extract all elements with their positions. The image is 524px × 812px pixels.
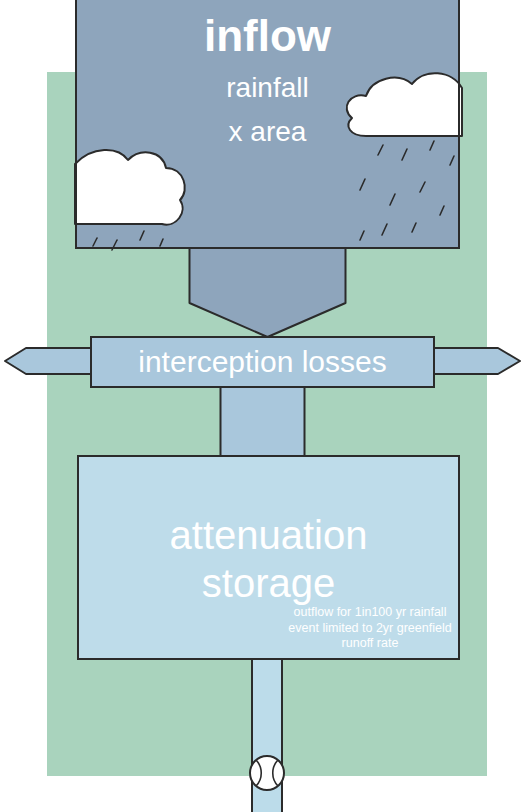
- node-heading: interception losses: [138, 344, 386, 380]
- outflow-note: outflow for 1in100 yr rainfall event lim…: [286, 605, 454, 652]
- flow-stem-shape: [190, 248, 346, 337]
- loss-arrow-right: [433, 348, 520, 374]
- valve-symbol: [250, 756, 284, 790]
- interception-band: interception losses: [90, 336, 435, 388]
- flow-stem-shape: [221, 387, 305, 456]
- node-heading: attenuation storage: [139, 511, 399, 607]
- cloud-left: [75, 150, 185, 225]
- node-heading: inflow: [204, 12, 331, 60]
- cloud-right: [347, 73, 462, 136]
- loss-arrow-left: [5, 348, 92, 374]
- flow-stem: [221, 387, 305, 456]
- flow-stem: [190, 248, 346, 337]
- storage-box: attenuation storageoutflow for 1in100 yr…: [77, 455, 460, 660]
- inflow-box: inflow rainfall x area: [75, 0, 460, 249]
- node-body: rainfall x area: [226, 66, 308, 153]
